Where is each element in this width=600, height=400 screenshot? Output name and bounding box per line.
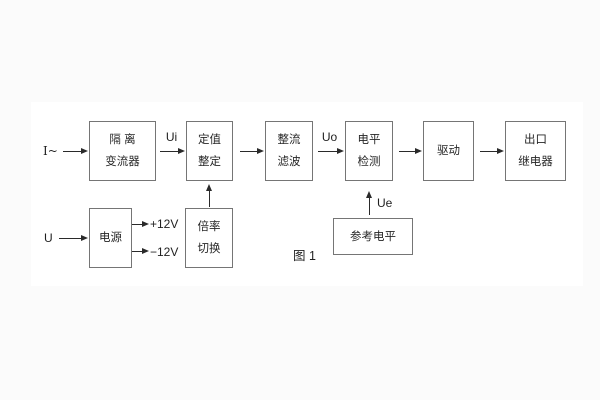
block-ratio-switching: 倍率 切换 [185,208,233,268]
minus-12v-label: −12V [150,245,179,259]
block-level-detection: 电平 检测 [345,121,393,181]
block-label-line: 切换 [197,243,221,255]
arrow-head-icon [81,148,88,154]
arrow-head-icon [206,184,212,191]
arrow-line [318,151,337,152]
signal-ue-label: Ue [377,196,393,210]
input-current-label: I~ [43,144,58,158]
arrow-line [132,251,142,252]
arrow-head-icon [142,221,149,227]
block-label-line: 出口 [524,134,547,146]
arrow-line [160,151,178,152]
block-label-line: 参考电平 [350,230,396,243]
arrow-head-icon [366,191,372,198]
block-label-line: 变流器 [105,156,140,168]
arrow-line [399,151,415,152]
block-label-line: 整流 [277,134,301,146]
arrow-line [369,198,370,215]
block-setting-adjustment: 定值 整定 [186,121,233,181]
arrow-line [63,151,81,152]
arrow-line [240,151,257,152]
signal-uo-label: Uo [321,130,338,144]
arrow-head-icon [415,148,422,154]
block-rectify-filter: 整流 滤波 [265,121,313,181]
block-label-line: 隔 离 [109,134,136,146]
signal-ui-label: Ui [165,130,178,144]
arrow-line [132,224,142,225]
block-output-relay: 出口 继电器 [505,121,566,181]
block-label-line: 电平 [357,134,381,146]
block-label-line: 滤波 [277,156,301,168]
block-reference-level: 参考电平 [333,218,413,255]
arrow-head-icon [337,148,344,154]
arrow-line [209,191,210,207]
input-voltage-label: U [44,231,53,245]
arrow-head-icon [142,248,149,254]
block-isolation-transformer: 隔 离 变流器 [89,121,156,181]
block-label-line: 继电器 [518,156,553,168]
block-label-line: 整定 [198,156,221,168]
arrow-line [480,151,497,152]
arrow-head-icon [178,148,185,154]
block-label-line: 倍率 [197,221,221,233]
arrow-head-icon [257,148,264,154]
plus-12v-label: +12V [150,217,179,231]
block-label-line: 定值 [198,134,221,146]
block-driver: 驱动 [423,121,474,181]
block-label-line: 检测 [357,156,381,168]
figure-caption: 图 1 [293,249,316,263]
block-label-line: 电源 [99,232,122,244]
arrow-line [59,238,81,239]
arrow-head-icon [497,148,504,154]
arrow-head-icon [81,235,88,241]
block-power-supply: 电源 [89,208,132,268]
block-label-line: 驱动 [437,145,460,157]
